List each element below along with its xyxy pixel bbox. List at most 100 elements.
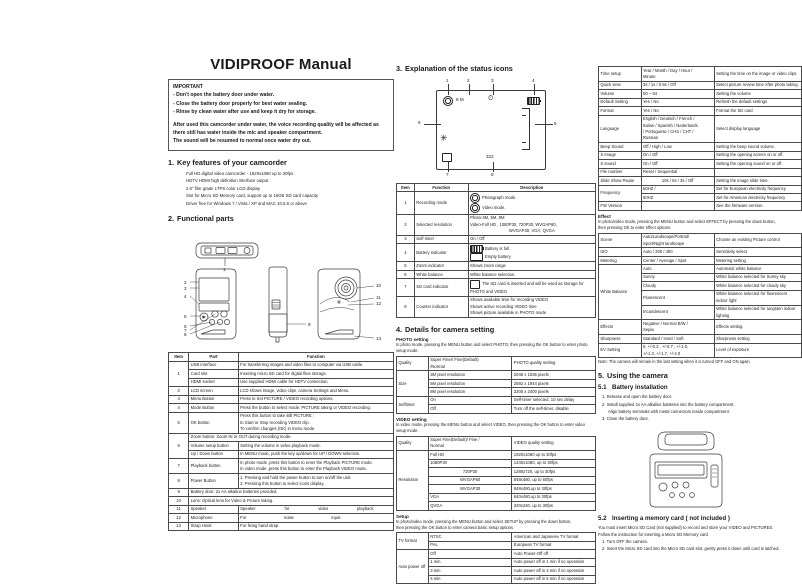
setting-option: Negative / Normal B/W / Sepia <box>640 319 715 336</box>
row-item: 4 <box>167 403 190 413</box>
setting-description: 320x240, up to 30fps <box>511 501 596 511</box>
table-header-row: Item Function Description <box>396 182 597 193</box>
setting-label: Quality <box>396 355 429 372</box>
desc-line: Video mode. <box>482 204 506 210</box>
table-row: Slide Show Pause 10s / 5s / 3s / Off Set… <box>598 176 802 186</box>
important-bullet: - Don't open the battery door under wate… <box>173 92 275 99</box>
section-2-number: 2. <box>168 214 175 224</box>
intro-line: You must insert Micro SD Card (not suppl… <box>598 525 774 531</box>
opt-line: Year / Month / Day / Hour / <box>643 67 693 73</box>
fn-line: In photo mode ,press this button to ente… <box>240 459 373 465</box>
table-row: Sharpness Standard / Hard / Soft Sharpne… <box>598 334 802 344</box>
setting-description: European TV format <box>511 540 596 551</box>
setting-label: White Balance <box>598 264 642 321</box>
row-function: For noise input. <box>237 513 395 523</box>
setting-description: See the firmware version. <box>713 201 802 211</box>
table-row: 12 Microphone For noise input. <box>167 513 395 523</box>
leader-line <box>534 84 535 95</box>
setting-description: 1280x720, up to 30fps <box>511 467 596 477</box>
fn-spread: Speaker for video playback <box>240 506 391 512</box>
callout-1: 1 <box>223 267 226 272</box>
setting-option: Off / High / Low <box>640 142 715 152</box>
setting-description: 2592 x 1944 pixels <box>511 378 596 389</box>
fn-word: for <box>284 506 290 512</box>
fn-line: to Start or Stop recording VIDEO clip. <box>240 419 310 425</box>
setting-option: 720P30 <box>427 467 513 477</box>
opt-line: 0, +/-0.3 , +/-0.7 , +/-1.0, <box>643 344 689 350</box>
table-row: S.sound On / Off Setting the opening sou… <box>598 159 802 169</box>
opt-line: Super Fine(Default)/ Fine / <box>430 437 480 443</box>
table-row: 3 Menu Button Press to Set PICTURE / VID… <box>167 394 395 405</box>
row-wide-text: Lens: Optical lens for Video & Picture t… <box>188 496 394 506</box>
setting-label: Metering <box>598 255 642 266</box>
table-row: Quality Super Fine(Default)/ Fine / Norm… <box>396 435 596 452</box>
setting-label: ISO <box>598 247 642 257</box>
table-row: White Balance Auto Automatic white balan… <box>598 264 802 321</box>
memory-card-intro: You must insert Micro SD Card (not suppl… <box>598 524 802 553</box>
callout-2: 2 <box>467 78 470 83</box>
fn-word: input. <box>331 514 342 520</box>
setting-description: Select display language <box>713 114 802 144</box>
setting-option: 3s / 1s / 0.5s / Off <box>640 80 715 91</box>
row-item: 5 <box>396 261 415 271</box>
opt-line: Negative / Normal B/W / <box>643 321 688 327</box>
fn-spread: For noise input. <box>240 515 391 521</box>
setting-description: White balance selected for tungsten indo… <box>713 304 802 321</box>
sd-card-icon <box>470 279 481 289</box>
opt-line: +/-1.3, +/-1.7, +/-2.0 <box>643 350 681 356</box>
opt-line: Sepia <box>643 327 654 333</box>
callout-10: 10 <box>376 283 382 288</box>
row-function: Counter indicator <box>413 295 469 318</box>
lcd-screen-outline <box>436 90 546 170</box>
row-item: 3 <box>167 394 190 405</box>
setting-label: Selftimer <box>396 395 429 414</box>
table-row: Metering Center / Average / Spot Meterin… <box>598 255 802 266</box>
setup-setting-table: TV format NTSC American and Japanese TV … <box>396 532 596 584</box>
table-row: Scene Auto/Landscape/Portrait/ Sport/Nig… <box>598 232 802 249</box>
row-function: Self timer <box>413 234 469 245</box>
fn-word: Speaker <box>240 506 256 512</box>
setting-option: On / Off <box>640 150 715 161</box>
table-row: QVGA 320x240, up to 30fps <box>397 501 596 511</box>
setting-description: Effects setting. <box>713 319 802 336</box>
setting-option: 8M pixel resolution <box>427 387 513 397</box>
row-item: 1 <box>167 360 190 388</box>
callout-3: 3 <box>491 78 494 83</box>
page-title: VIDIPROOF Manual <box>210 56 352 73</box>
setting-option: WVGAP60 <box>427 475 513 486</box>
table-row: Selftimer On Self-timer selected, 10 sec… <box>396 395 596 414</box>
table-row: 4 Mode Button Press the button to select… <box>167 403 395 413</box>
table-row: 5 OK button Press this button to take st… <box>167 411 395 434</box>
setting-option: 00 ~ 64 <box>640 89 715 99</box>
battery-full-icon <box>470 244 485 253</box>
row-function: Press the button to select mode: PICTURE… <box>237 403 395 413</box>
setting-description: 640x480,up to 30fps <box>511 492 596 503</box>
table-row: Volume setup button Setting the volume i… <box>169 441 395 451</box>
setting-option: Full HD <box>427 450 513 460</box>
setting-description: 1920x1080 up to 30fps <box>511 450 596 460</box>
section-5-1-title: Battery installation <box>612 384 668 392</box>
section-3-number: 3. <box>396 64 403 73</box>
important-paragraph: After used this camcorder under water, t… <box>173 121 379 136</box>
intro-line: In photo/video mode, pressing the MENU b… <box>396 518 572 524</box>
row-item: 3 <box>396 234 415 245</box>
table-row: FW Version See the firmware version. <box>598 201 802 211</box>
table-header-row: Item Part Function <box>167 352 395 362</box>
desc-line: Empty battery <box>485 253 511 259</box>
section-4-number: 4. <box>396 324 403 334</box>
row-part: Power Button <box>188 473 239 489</box>
setting-description: Setting the volume <box>713 89 802 99</box>
row-part: Menu Button <box>188 394 239 405</box>
setting-description: Setting the time on the image or video c… <box>713 66 802 82</box>
setting-label: Resolution <box>396 450 429 511</box>
row-function: In photo mode ,press this button to ente… <box>237 458 395 475</box>
setting-option: PAL <box>427 540 513 551</box>
desc-line: Battery is full <box>485 245 509 251</box>
setting-description: Setting the beep sound volume. <box>713 142 802 152</box>
setting-option: 0, +/-0.3 , +/-0.7 , +/-1.0, +/-1.3, +/-… <box>640 342 715 359</box>
setting-description: 848x480,up to 30fps <box>511 484 596 494</box>
table-row: 2 LCD screen LCD shows image, video clip… <box>167 386 395 396</box>
row-item: 7 <box>396 278 415 297</box>
setting-label: File number <box>598 167 642 178</box>
setting-option: Center / Average / Spot <box>640 255 715 266</box>
